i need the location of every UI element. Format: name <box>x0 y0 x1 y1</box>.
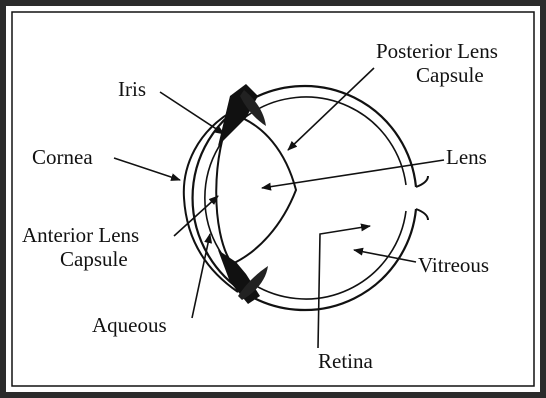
label-anterior-lens-capsule-line2: Capsule <box>60 247 128 271</box>
aqueous-pointer <box>192 234 210 318</box>
optic-nerve <box>416 176 428 220</box>
label-aqueous: Aqueous <box>92 313 167 337</box>
label-cornea: Cornea <box>32 145 93 169</box>
label-posterior-lens-capsule-line1: Posterior Lens <box>376 39 498 63</box>
cornea-pointer <box>114 158 180 180</box>
label-anterior-lens-capsule-line1: Anterior Lens <box>22 223 139 247</box>
label-iris: Iris <box>118 77 146 101</box>
lens-shape <box>216 114 296 264</box>
label-posterior-lens-capsule-line2: Capsule <box>416 63 484 87</box>
retina-pointer <box>318 226 370 348</box>
posterior-capsule-pointer <box>288 68 374 150</box>
label-lens: Lens <box>446 145 487 169</box>
label-retina: Retina <box>318 349 373 373</box>
label-vitreous: Vitreous <box>418 253 489 277</box>
iris-pointer <box>160 92 224 134</box>
